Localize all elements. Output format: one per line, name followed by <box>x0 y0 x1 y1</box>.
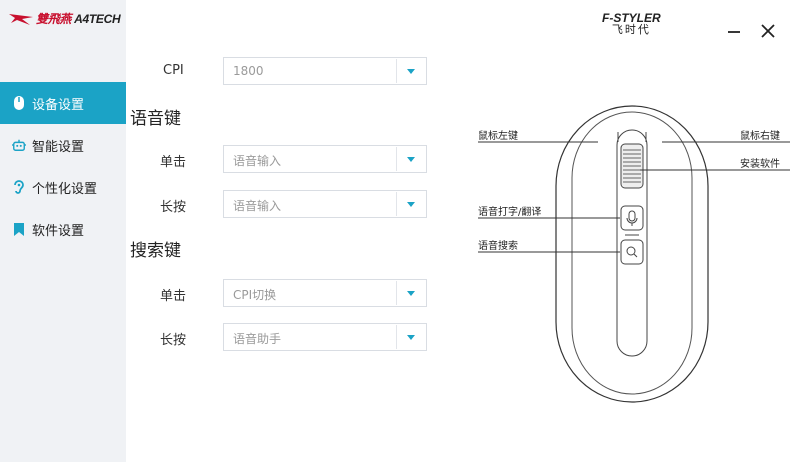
chevron-down-icon <box>396 147 425 171</box>
minimize-icon <box>728 31 740 33</box>
chevron-down-icon <box>396 325 425 349</box>
sidebar-nav: 设备设置 智能设置 个性化设置 软件设置 <box>0 82 126 250</box>
brand-sub: 飞时代 <box>611 24 651 36</box>
swallow-logo-icon <box>9 13 33 25</box>
bookmark-icon <box>12 221 26 237</box>
search-key-click-select[interactable]: CPI切换 <box>223 279 427 307</box>
search-key-title: 搜索键 <box>130 241 181 261</box>
mouse-icon <box>12 95 26 111</box>
callout-voice-typing: 语音打字/翻译 <box>478 207 542 218</box>
voice-key-title: 语音键 <box>130 109 181 129</box>
sidebar: 雙飛燕 A4TECH 设备设置 智能设置 个性化设置 软件设置 <box>0 0 126 462</box>
callout-right-click: 鼠标右键 <box>740 131 780 142</box>
search-key-click-label: 单击 <box>160 289 187 304</box>
select-value: 语音输入 <box>233 199 282 213</box>
chevron-down-icon <box>396 192 425 216</box>
a4tech-logo: 雙飛燕 A4TECH <box>8 10 121 27</box>
logo-text-en: A4TECH <box>74 12 121 26</box>
cpi-select[interactable]: 1800 <box>223 57 427 85</box>
sidebar-item-smart-settings[interactable]: 智能设置 <box>0 124 126 166</box>
sidebar-item-label: 个性化设置 <box>32 181 98 197</box>
cpi-label: CPI <box>163 63 184 78</box>
callout-voice-search: 语音搜索 <box>478 241 518 252</box>
sidebar-item-personalization[interactable]: 个性化设置 <box>0 166 126 208</box>
select-value: 语音助手 <box>233 332 282 346</box>
hearing-icon <box>12 179 26 195</box>
robot-icon <box>12 137 26 153</box>
sidebar-item-device-settings[interactable]: 设备设置 <box>0 82 126 124</box>
magnifier-icon <box>626 246 636 256</box>
callout-install-software: 安装软件 <box>740 159 780 170</box>
fstyler-brand: F-STYLER 飞时代 <box>602 12 661 36</box>
sidebar-item-label: 软件设置 <box>32 223 85 239</box>
search-key-hold-select[interactable]: 语音助手 <box>223 323 427 351</box>
select-value: 语音输入 <box>233 154 282 168</box>
mic-button-shape <box>620 205 644 231</box>
cpi-select-value: 1800 <box>233 64 264 78</box>
mouse-diagram <box>478 105 790 403</box>
brand-main: F-STYLER <box>602 11 661 25</box>
sidebar-item-label: 智能设置 <box>32 139 85 155</box>
logo-text-cn: 雙飛燕 <box>36 12 72 26</box>
callout-left-click: 鼠标左键 <box>478 131 518 142</box>
close-button[interactable] <box>757 20 779 42</box>
minimize-button[interactable] <box>723 20 745 42</box>
voice-key-hold-select[interactable]: 语音输入 <box>223 190 427 218</box>
sidebar-item-software-settings[interactable]: 软件设置 <box>0 208 126 250</box>
chevron-down-icon <box>396 281 425 305</box>
close-icon <box>761 24 775 38</box>
microphone-icon <box>628 210 636 222</box>
voice-key-hold-label: 长按 <box>160 200 187 215</box>
sidebar-item-label: 设备设置 <box>32 97 85 113</box>
voice-key-click-label: 单击 <box>160 155 187 170</box>
select-value: CPI切换 <box>233 288 277 302</box>
voice-key-click-select[interactable]: 语音输入 <box>223 145 427 173</box>
search-key-hold-label: 长按 <box>160 333 187 348</box>
chevron-down-icon <box>396 59 425 83</box>
